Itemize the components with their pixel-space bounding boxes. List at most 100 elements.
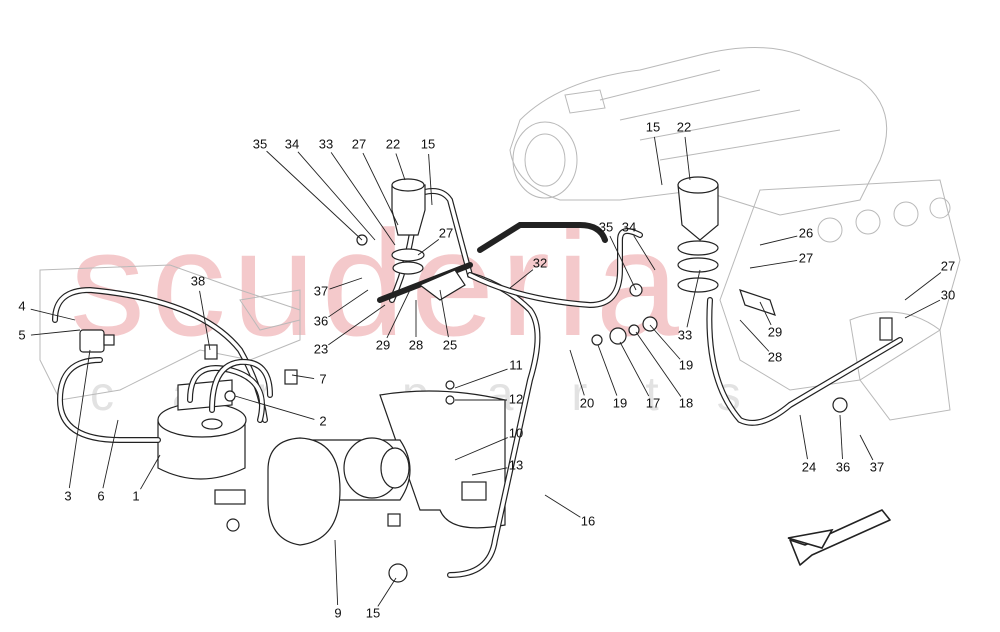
callout-label-12: 12 <box>509 391 523 406</box>
callout-label-15: 15 <box>646 119 660 134</box>
callout-leader-2 <box>234 395 315 420</box>
callout-leader-13 <box>471 467 508 476</box>
callout-leader-22 <box>395 153 406 181</box>
callout-leader-36 <box>839 414 843 460</box>
callout-label-17: 17 <box>646 395 660 410</box>
callout-label-38: 38 <box>191 273 205 288</box>
callout-leader-25 <box>439 289 449 338</box>
callout-label-3: 3 <box>64 488 71 503</box>
callout-label-22: 22 <box>677 119 691 134</box>
callout-leader-29 <box>759 301 772 326</box>
callout-leader-27 <box>904 272 942 301</box>
callout-label-9: 9 <box>334 605 341 620</box>
callout-leader-27 <box>362 152 399 226</box>
callout-label-26: 26 <box>799 225 813 240</box>
callout-leader-27 <box>749 259 798 269</box>
callout-label-36: 36 <box>836 459 850 474</box>
callout-leader-26 <box>759 235 798 246</box>
callout-leaders <box>30 136 942 607</box>
callout-leader-1 <box>140 454 161 490</box>
callout-label-7: 7 <box>319 371 326 386</box>
air-injection-valves <box>356 176 893 413</box>
secondary-air-pump <box>214 380 506 583</box>
callout-label-20: 20 <box>580 395 594 410</box>
callout-leader-37 <box>859 434 874 461</box>
callout-label-36: 36 <box>314 313 328 328</box>
callout-leader-34 <box>633 235 656 271</box>
callout-label-27: 27 <box>941 258 955 273</box>
callout-label-30: 30 <box>941 287 955 302</box>
callout-label-10: 10 <box>509 425 523 440</box>
callout-label-34: 34 <box>622 219 636 234</box>
callout-label-37: 37 <box>870 459 884 474</box>
callout-leader-5 <box>30 329 81 336</box>
callout-leader-36 <box>328 289 369 318</box>
callout-leader-3 <box>68 349 91 489</box>
callout-leader-30 <box>904 299 941 319</box>
callout-leader-16 <box>544 494 581 518</box>
callout-leader-33 <box>686 269 701 328</box>
arrow-down-left-icon <box>787 509 891 566</box>
callout-label-22: 22 <box>386 136 400 151</box>
callout-label-27: 27 <box>799 250 813 265</box>
callout-leader-22 <box>684 136 691 181</box>
callout-label-13: 13 <box>509 457 523 472</box>
callout-label-4: 4 <box>18 298 25 313</box>
callout-leader-33 <box>330 152 396 246</box>
callout-label-35: 35 <box>253 136 267 151</box>
callout-label-34: 34 <box>285 136 299 151</box>
callout-label-24: 24 <box>802 459 816 474</box>
callout-leader-24 <box>799 414 808 460</box>
callout-leader-17 <box>619 341 650 397</box>
callout-leader-10 <box>454 437 508 461</box>
callout-leader-15 <box>653 136 663 186</box>
callout-label-23: 23 <box>314 341 328 356</box>
callout-leader-11 <box>454 368 508 389</box>
callout-label-29: 29 <box>768 324 782 339</box>
callout-label-27: 27 <box>352 136 366 151</box>
callout-label-19: 19 <box>679 357 693 372</box>
callout-label-33: 33 <box>678 327 692 342</box>
callout-label-18: 18 <box>679 395 693 410</box>
callout-label-28: 28 <box>768 349 782 364</box>
callout-leader-4 <box>30 308 76 321</box>
solenoid-valve <box>79 329 298 402</box>
callout-label-25: 25 <box>443 337 457 352</box>
callout-label-33: 33 <box>319 136 333 151</box>
callout-leader-28 <box>739 319 770 352</box>
air-duct-pipes <box>377 188 903 578</box>
callout-leader-35 <box>609 235 637 291</box>
callout-leader-38 <box>199 290 211 351</box>
callout-label-11: 11 <box>509 357 523 372</box>
callout-leader-27 <box>417 239 440 256</box>
callout-leader-20 <box>569 349 585 396</box>
vacuum-hoses <box>52 286 273 443</box>
callout-label-35: 35 <box>599 219 613 234</box>
callout-label-5: 5 <box>18 327 25 342</box>
callout-label-29: 29 <box>376 337 390 352</box>
callout-leader-6 <box>102 419 119 489</box>
callout-leader-29 <box>386 289 411 339</box>
callout-leader-9 <box>334 539 339 606</box>
callout-label-27: 27 <box>439 225 453 240</box>
callout-leader-32 <box>509 269 534 289</box>
callout-label-15: 15 <box>366 605 380 620</box>
callout-leader-34 <box>297 151 376 241</box>
cylinder-head <box>719 179 961 421</box>
engine-intake-manifold <box>509 47 888 216</box>
callout-leader-15 <box>428 153 433 206</box>
callout-label-28: 28 <box>409 337 423 352</box>
callout-label-6: 6 <box>97 488 104 503</box>
callout-label-19: 19 <box>613 395 627 410</box>
callout-leader-35 <box>266 150 363 241</box>
callout-leader-18 <box>635 331 682 397</box>
callout-label-37: 37 <box>314 283 328 298</box>
callout-leader-19 <box>649 324 681 360</box>
callout-leader-19 <box>597 344 618 396</box>
callout-label-32: 32 <box>533 255 547 270</box>
callout-leader-37 <box>329 277 363 290</box>
callout-label-16: 16 <box>581 513 595 528</box>
callout-label-15: 15 <box>421 136 435 151</box>
